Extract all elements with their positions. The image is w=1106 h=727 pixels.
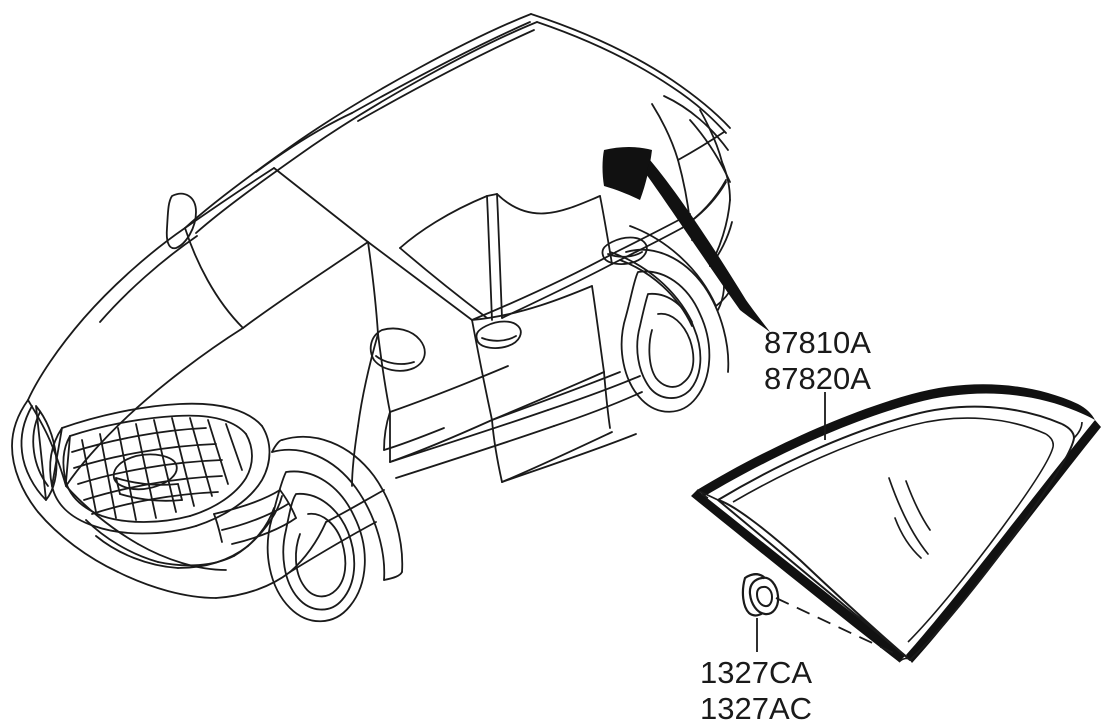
grommet-part — [741, 573, 780, 617]
location-pointer-arrow — [602, 147, 652, 200]
vehicle-illustration — [11, 13, 735, 623]
glass-molding-bottom-leg — [906, 420, 1101, 663]
part-label-1327CA: 1327CA — [700, 655, 813, 690]
quarter-glass-panel — [691, 384, 1101, 663]
part-label-87820A: 87820A — [764, 361, 871, 396]
glass-molding-left-leg — [691, 490, 906, 662]
part-label-1327AC: 1327AC — [700, 691, 813, 726]
location-pointer-tail — [646, 160, 770, 332]
glass-reflection-highlights — [888, 477, 931, 559]
part-label-87810A: 87810A — [764, 325, 871, 360]
glass-molding-band — [697, 384, 1095, 496]
